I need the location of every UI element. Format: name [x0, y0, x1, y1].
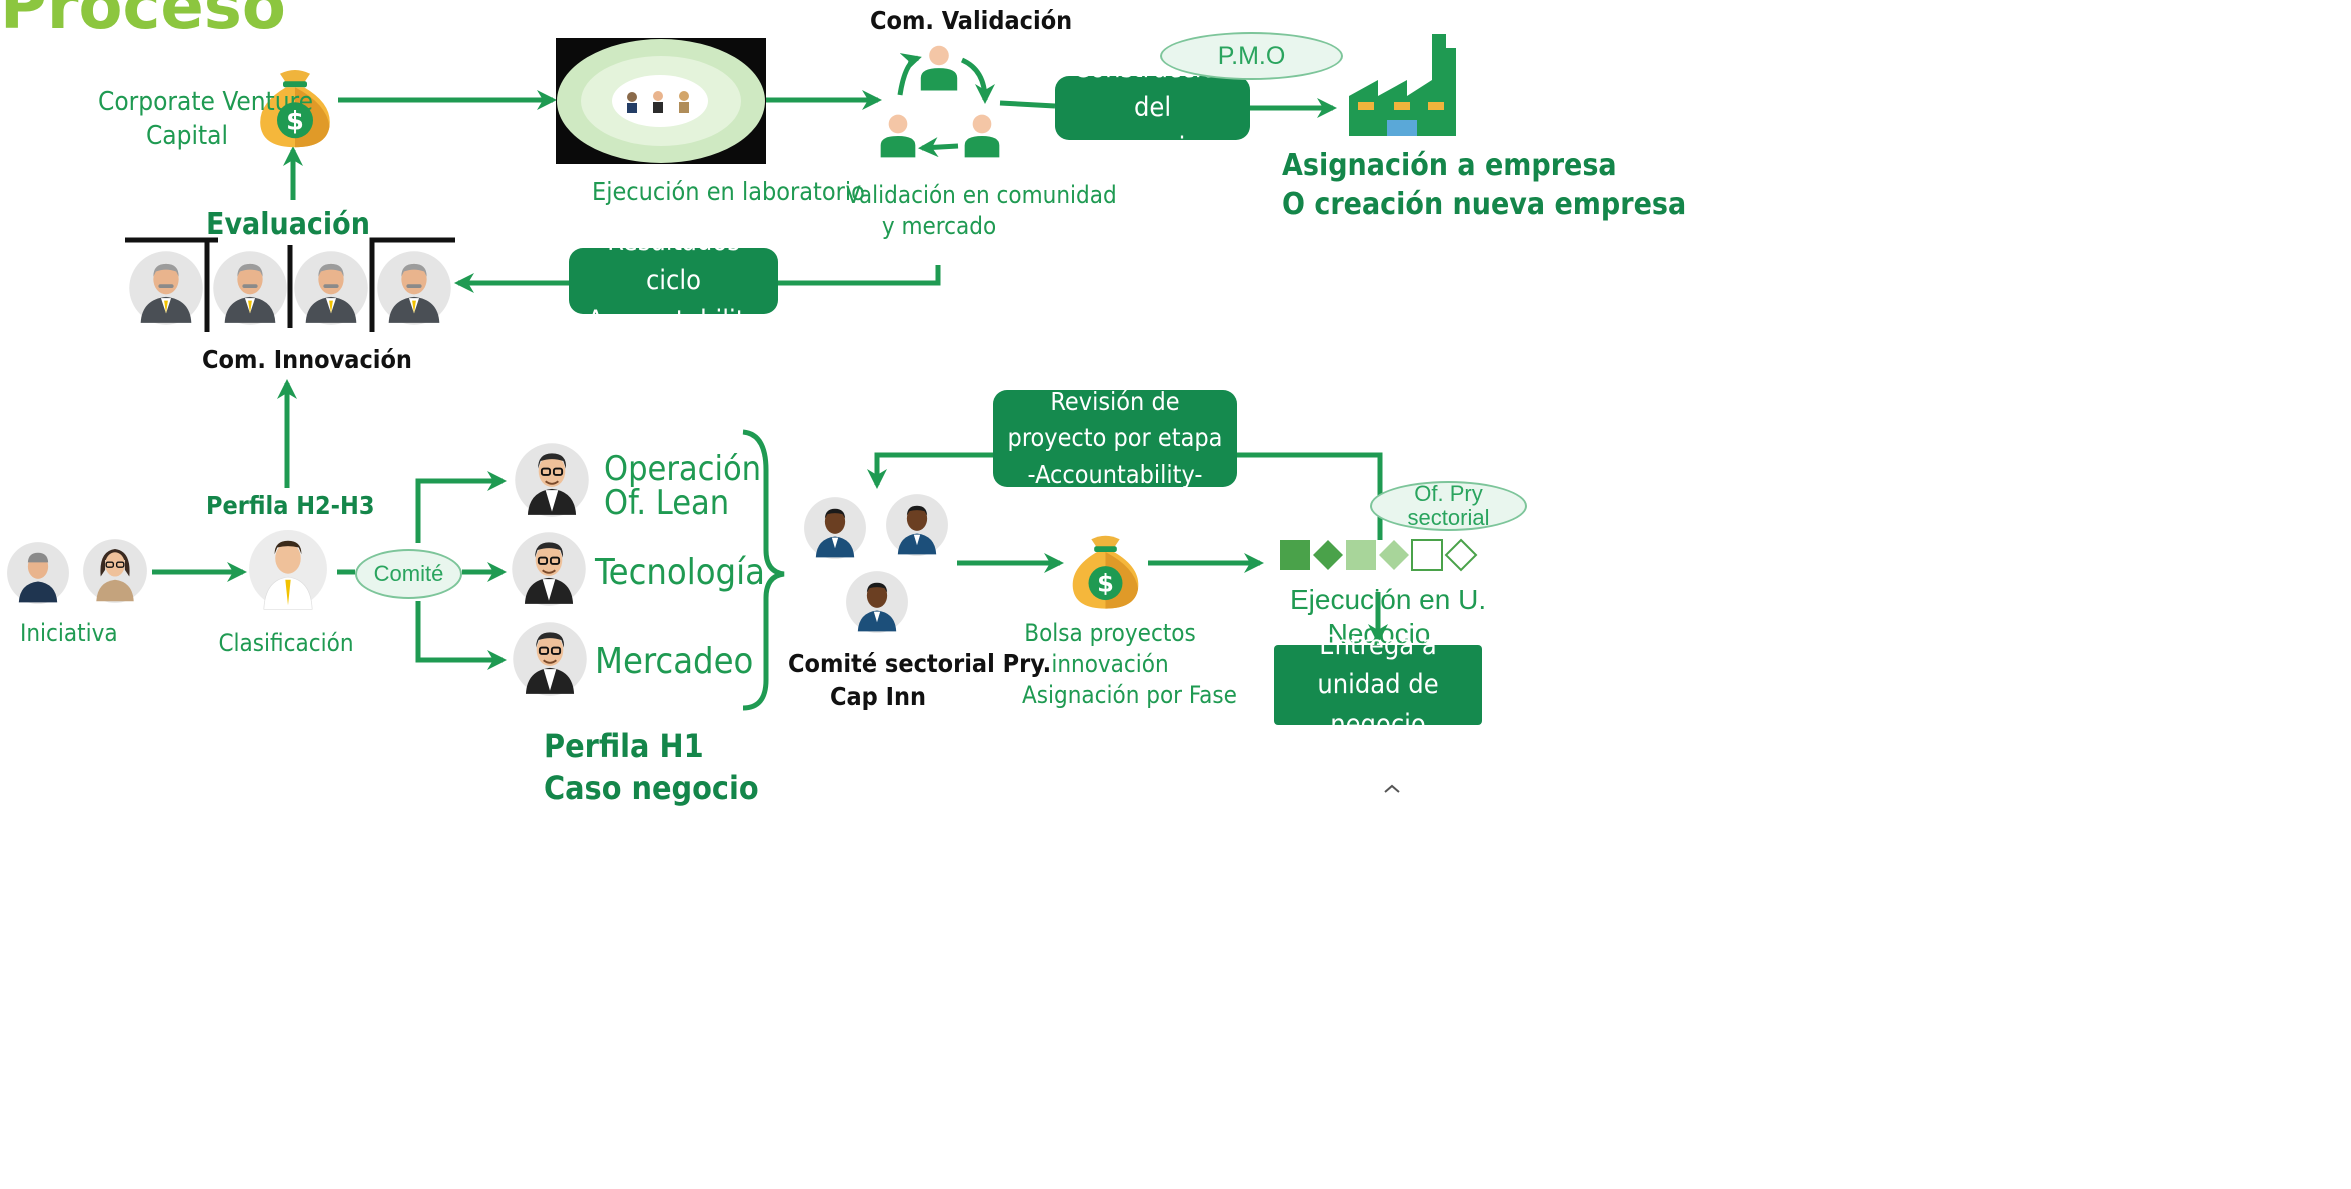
resultados-box: Resultados ciclo-Accountability- [569, 226, 778, 336]
revision-box: Revisión de proyecto por etapa-Accountab… [993, 387, 1237, 489]
operacion-person [514, 442, 590, 518]
arrow-comite-to-operacion [415, 471, 507, 543]
evaluacion-label: Evaluación [206, 207, 370, 242]
committee-member-2 [213, 251, 287, 325]
phase-shapes-icon [1280, 538, 1478, 572]
lab-label: Ejecución en laboratorio [592, 177, 865, 206]
sectorial-member-3 [846, 571, 908, 633]
committee-member-3 [294, 251, 368, 325]
com-innovacion-label: Com. Innovación [202, 345, 412, 374]
pmo-oval: P.M.O [1160, 32, 1343, 80]
connectors [152, 100, 1388, 711]
sectorial-member-2 [886, 494, 948, 556]
perfila-h2h3-label: Perfila H2-H3 [206, 491, 375, 520]
clasificacion-label: Clasificación [218, 629, 354, 657]
tecnologia-label: Tecnología [595, 552, 765, 593]
cycle-people-icon [880, 45, 1000, 158]
arrow-comite-to-mercadeo [415, 601, 507, 670]
money-bag-icon-bolsa [1072, 535, 1139, 609]
corner-mark [1384, 784, 1400, 793]
arrow-results-to-eval [458, 265, 941, 283]
evaluation-frame [125, 237, 455, 332]
arrow-validation-to-factory [999, 103, 1333, 108]
page-title: Proceso [0, 0, 286, 44]
sectorial-member-1 [804, 497, 866, 559]
factory-icon [1349, 34, 1456, 136]
iniciativa-label: Iniciativa [20, 619, 118, 647]
com-validacion-label: Com. Validación [870, 6, 1073, 35]
mercadeo-label: Mercadeo [595, 641, 754, 682]
comite-oval: Comité [355, 549, 462, 599]
tecnologia-person [511, 531, 587, 607]
initiative-person-1 [7, 542, 69, 604]
initiative-person-2 [82, 538, 148, 604]
ejecucion-un-label: Ejecución en U.Negocio [1290, 584, 1487, 649]
committee-member-1 [129, 251, 203, 325]
classification-person [248, 529, 328, 610]
mercadeo-person [512, 621, 588, 697]
committee-member-4 [377, 251, 451, 325]
lab-icon [556, 38, 766, 164]
bracket-h1 [742, 429, 785, 711]
comite-sectorial-label: Comité sectorial Pry.Cap Inn [788, 649, 1052, 711]
